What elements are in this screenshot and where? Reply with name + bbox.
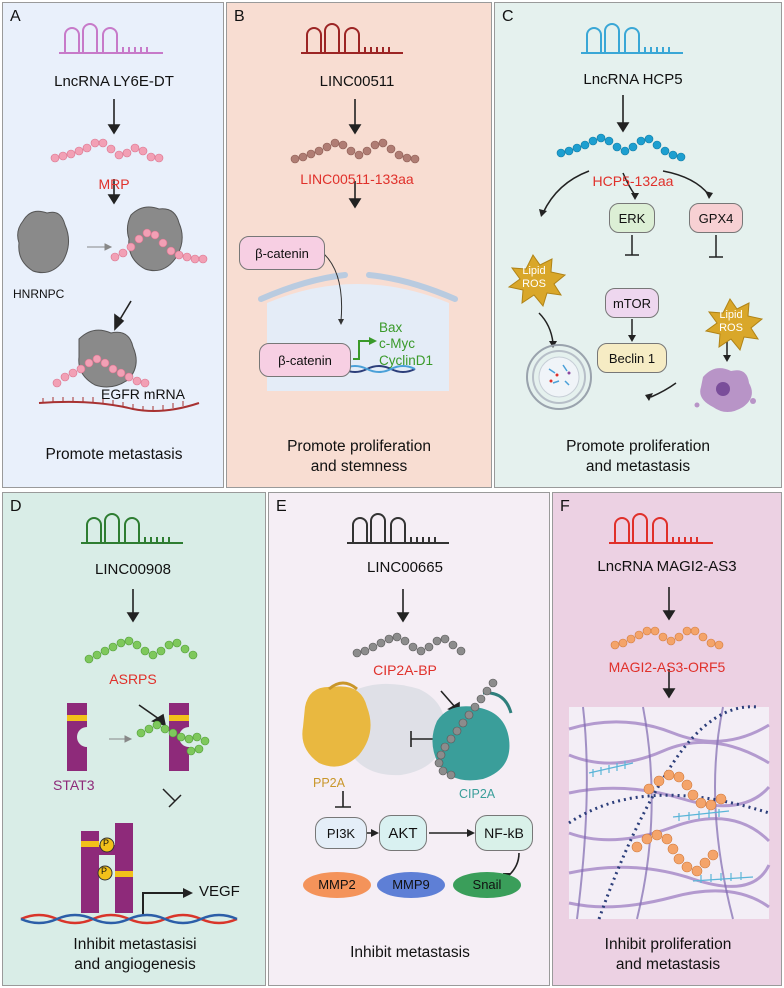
erk-node: ERK	[609, 203, 655, 233]
beta-catenin-nuclear-node: β-catenin	[259, 343, 351, 377]
panel-letter: B	[234, 8, 245, 25]
peptide-label: ASRPS	[109, 671, 157, 687]
mmp2-label: MMP2	[318, 877, 356, 892]
lncrna-hairpin-icon	[59, 23, 163, 54]
snail-label: Snail	[472, 877, 502, 892]
pi3k-node: PI3K	[315, 817, 367, 849]
panel-b: B LINC00511 LINC00511-133aa	[226, 2, 492, 488]
mmp9-blob-icon	[377, 872, 445, 898]
panel-caption: Inhibit metastasis	[350, 944, 470, 961]
gpx4-node: GPX4	[689, 203, 743, 233]
beta-catenin-node: β-catenin	[239, 236, 325, 270]
panel-letter: F	[560, 498, 570, 515]
lncrna-hairpin-icon	[301, 23, 403, 54]
panel-letter: E	[276, 498, 287, 515]
panel-a-graphics	[17, 23, 208, 412]
gene-label: LINC00665	[367, 559, 443, 576]
snail-blob-icon	[453, 872, 521, 898]
panel-letter: D	[10, 498, 22, 515]
peptide-chain-icon	[352, 632, 466, 658]
mrp-peptide-icon	[50, 138, 164, 163]
pp2a-complex-icon	[302, 681, 446, 776]
beclin-node: Beclin 1	[597, 343, 667, 373]
mtor-node: mTOR	[605, 288, 659, 318]
autophagosome-icon	[526, 344, 592, 410]
egfr-mrna-complex-icon	[38, 329, 200, 412]
panel-e-graphics	[302, 513, 521, 898]
nfkb-node: NF-kB	[475, 815, 533, 851]
lipid-ros-burst-icon-left	[507, 254, 567, 308]
gene-label: LncRNA HCP5	[583, 71, 683, 88]
target-label: VEGF	[199, 883, 240, 900]
phospho-stat3-dimer-icon	[81, 823, 133, 913]
gene-label: LncRNA LY6E-DT	[54, 73, 174, 90]
target-gene-cyclind1: CyclinD1	[379, 353, 434, 368]
hnrnpc-mrp-complex-icon	[110, 206, 208, 272]
cip2a-label: CIP2A	[459, 787, 496, 801]
pp2a-label: PP2A	[313, 776, 345, 790]
panel-f: F	[552, 492, 782, 986]
lncrna-hairpin-icon	[347, 513, 449, 544]
target-gene-cmyc: c-Myc	[379, 336, 415, 351]
peptide-label: MRP	[98, 176, 130, 192]
peptide-chain-icon	[290, 138, 420, 164]
protein-label: STAT3	[53, 777, 95, 793]
cip2a-protein-icon	[432, 678, 513, 781]
panel-letter: A	[10, 8, 21, 25]
lncrna-hairpin-icon	[609, 513, 713, 544]
panel-f-graphics	[568, 513, 771, 920]
mmp9-label: MMP9	[392, 877, 430, 892]
peptide-label: CIP2A-BP	[373, 662, 437, 678]
panel-d: D	[2, 492, 266, 986]
panel-letter: C	[502, 8, 514, 25]
dna-helix-icon	[20, 913, 238, 925]
phospho-label-top: P	[103, 838, 110, 848]
panel-a: A	[2, 2, 224, 488]
peptide-chain-icon	[610, 626, 724, 650]
dying-cell-icon	[694, 368, 756, 412]
extracellular-matrix-icon	[568, 705, 771, 920]
peptide-label: MAGI2-AS3-ORF5	[608, 659, 726, 675]
lncrna-hairpin-icon	[81, 513, 183, 544]
lncrna-hairpin-icon	[581, 23, 683, 54]
target-label: EGFR mRNA	[101, 386, 185, 402]
gene-label: LINC00511	[319, 73, 395, 90]
panel-d-graphics	[20, 513, 238, 925]
peptide-chain-icon	[84, 636, 198, 664]
panel-c-graphics	[507, 23, 764, 412]
gene-label: LINC00908	[95, 561, 171, 578]
lipid-ros-burst-icon-right	[704, 298, 764, 352]
panel-e: E	[268, 492, 550, 986]
peptide-label: LINC00511-133aa	[300, 171, 414, 187]
target-gene-bax: Bax	[379, 320, 403, 335]
peptide-label: HCP5-132aa	[592, 173, 674, 189]
protein-label: HNRNPC	[13, 287, 65, 301]
phospho-label-bottom: P	[101, 866, 108, 876]
hnrnpc-protein-icon	[17, 210, 69, 274]
panel-caption: Promote metastasis	[45, 446, 183, 463]
peptide-chain-icon	[556, 133, 686, 162]
mmp2-blob-icon	[303, 872, 371, 898]
stat3-asrps-complex-icon	[136, 703, 210, 771]
stat3-protein-icon	[67, 703, 87, 771]
gene-label: LncRNA MAGI2-AS3	[597, 558, 737, 575]
akt-node: AKT	[379, 815, 427, 851]
panel-c: C	[494, 2, 782, 488]
